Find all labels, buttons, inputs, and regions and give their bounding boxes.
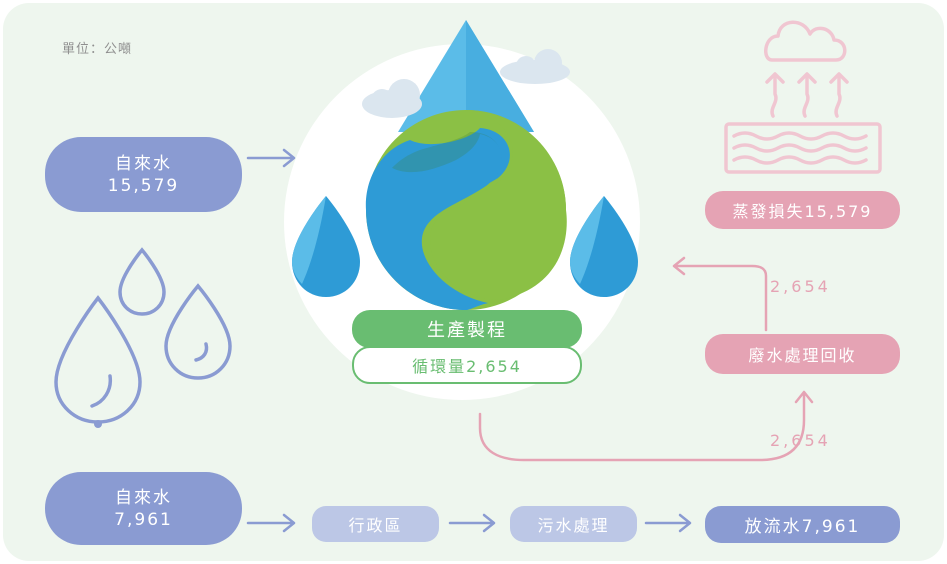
flow-arrows-pink	[478, 256, 814, 462]
recycle-volume-label: 循環量2,654	[412, 357, 522, 376]
arrow-to-discharge	[644, 513, 692, 533]
flow-value-upper: 2,654	[770, 277, 831, 296]
tap-water-value: 15,579	[107, 175, 180, 196]
water-drops-outline-icon	[54, 247, 232, 428]
flow-arrows-blue	[246, 148, 692, 533]
arrow-recycle-to-production	[672, 256, 768, 332]
evaporation-loss-box: 蒸發損失15,579	[705, 191, 900, 229]
arrow-to-admin	[246, 513, 296, 533]
arrow-to-sewage	[448, 513, 496, 533]
unit-label: 單位：公噸	[62, 42, 133, 57]
admin-area-box: 行政區	[312, 506, 439, 542]
tap-water-label: 自來水	[115, 153, 172, 174]
water-drop-icon	[570, 196, 638, 297]
cloud-icon	[500, 49, 570, 84]
cloud-icon	[362, 79, 422, 118]
wastewater-recovery-label: 廢水處理回收	[748, 346, 857, 365]
water-drop-icon	[292, 196, 360, 297]
arrow-production-to-recovery	[478, 390, 814, 462]
arrow-to-production	[246, 148, 296, 168]
tap-water-top-box: 自來水 15,579	[45, 137, 242, 212]
tap-water-value: 7,961	[114, 509, 173, 530]
sewage-treatment-box: 污水處理	[510, 506, 637, 542]
tap-water-label: 自來水	[115, 487, 172, 508]
evaporation-loss-label: 蒸發損失15,579	[732, 202, 873, 221]
flow-value-lower: 2,654	[770, 431, 831, 450]
sewage-treatment-label: 污水處理	[537, 516, 610, 535]
tap-water-bottom-box: 自來水 7,961	[45, 472, 242, 545]
discharge-box: 放流水7,961	[705, 506, 900, 543]
wastewater-recovery-box: 廢水處理回收	[705, 334, 900, 374]
discharge-label: 放流水7,961	[744, 517, 861, 537]
production-process-label: 生產製程	[427, 320, 507, 341]
evaporation-icon	[724, 20, 882, 174]
production-process-box: 生產製程	[352, 310, 582, 348]
admin-area-label: 行政區	[348, 516, 403, 535]
recycle-volume-box: 循環量2,654	[352, 346, 582, 384]
